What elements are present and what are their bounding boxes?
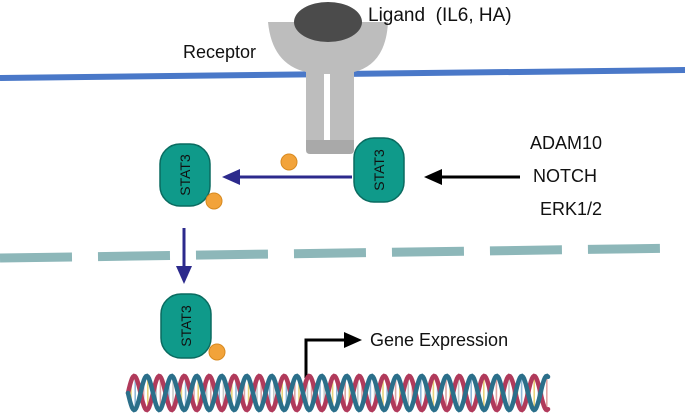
receptor-icon bbox=[268, 22, 388, 154]
gene-expression-label: Gene Expression bbox=[370, 330, 508, 350]
kinase-arrow-icon bbox=[424, 169, 520, 185]
kinase-label-adam10: ADAM10 bbox=[530, 133, 602, 153]
dna-helix-icon bbox=[125, 373, 551, 413]
kinase-label-erk: ERK1/2 bbox=[540, 199, 602, 219]
ligand-icon bbox=[294, 2, 362, 42]
stat3-label: STAT3 bbox=[371, 149, 387, 191]
release-arrow-icon bbox=[222, 169, 352, 185]
phosphate-icon bbox=[280, 153, 298, 171]
translocation-arrow-icon bbox=[176, 228, 192, 284]
phosphate-icon bbox=[205, 192, 223, 210]
stat3-label: STAT3 bbox=[178, 305, 194, 347]
receptor-label: Receptor bbox=[183, 42, 256, 62]
ligand-label: Ligand (IL6, HA) bbox=[368, 5, 512, 26]
kinase-label-notch: NOTCH bbox=[533, 166, 597, 186]
stat3-nuclear: STAT3 bbox=[160, 293, 226, 361]
stat3-label: STAT3 bbox=[177, 154, 193, 196]
stat3-cytoplasmic: STAT3 bbox=[159, 143, 223, 210]
gene-expression-arrow-icon bbox=[304, 332, 362, 378]
stat3-receptor-bound: STAT3 bbox=[353, 137, 405, 203]
phosphate-icon bbox=[208, 343, 226, 361]
nuclear-membrane bbox=[0, 243, 685, 263]
dna-strand-a bbox=[125, 373, 551, 413]
